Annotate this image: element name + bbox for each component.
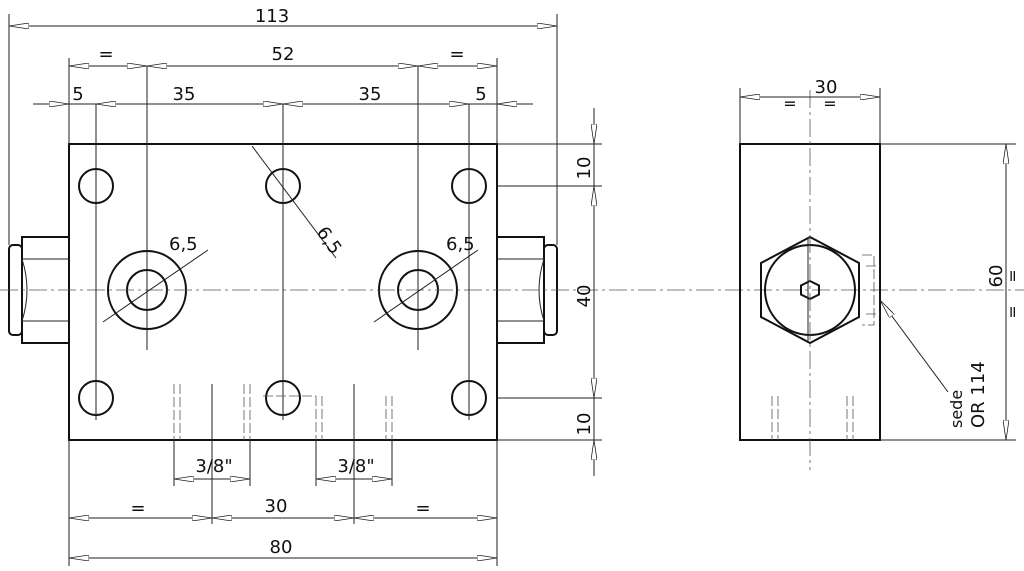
dim-pitch-row: 5 35 35 5	[33, 84, 533, 105]
dim-text-hole-6-5: 6,5	[312, 223, 346, 259]
dim-side-height-60: 60 = =	[880, 143, 1022, 441]
dim-port-left-diameter: 6,5	[102, 234, 209, 323]
dim-text-thread-right: 3/8"	[337, 456, 374, 477]
dim-text-equal-left: =	[98, 44, 113, 65]
dim-port-right-diameter: 6,5	[373, 234, 479, 323]
o-ring-note: sede OR 114	[879, 299, 989, 428]
front-center-lines	[0, 66, 1024, 420]
dim-hole-diameter: 6,5	[251, 145, 346, 259]
note-or-114: OR 114	[968, 361, 989, 428]
dim-middle-52: = 52 =	[68, 44, 498, 144]
dim-text-5-left: 5	[72, 84, 83, 105]
dim-side-width-30: 30 = =	[739, 77, 881, 144]
dim-thread-right: 3/8"	[315, 440, 393, 486]
dim-bottom-30: = 30 =	[68, 440, 498, 566]
dim-text-40: 40	[574, 285, 595, 308]
dim-vertical-chain: 10 40 10	[497, 108, 602, 476]
o-ring-seat	[862, 254, 880, 326]
dim-text-bottom-30: 30	[265, 496, 288, 517]
hex-plug-outline	[760, 235, 860, 345]
dim-text-bottom-equal-left: =	[130, 498, 145, 519]
side-view: 30 = = 60 = = sede OR 114	[739, 77, 1022, 470]
dim-text-thread-left: 3/8"	[195, 456, 232, 477]
dim-text-bottom-equal-right: =	[415, 498, 430, 519]
dim-side-equal-mark-top: =	[1003, 269, 1022, 282]
front-view: 113 = 52 = 5 35 35 5	[0, 6, 1024, 566]
note-sede: sede	[947, 390, 966, 428]
dim-text-port-left: 6,5	[169, 234, 198, 255]
dim-text-port-right: 6,5	[446, 234, 475, 255]
dim-side-equal-mark-left: =	[783, 94, 796, 113]
dim-text-side-30: 30	[815, 77, 838, 98]
dim-text-equal-right: =	[449, 44, 464, 65]
dim-overall-113: 113	[8, 6, 558, 245]
dim-text-113: 113	[255, 6, 289, 27]
dim-text-5-right: 5	[475, 84, 486, 105]
dim-text-52: 52	[272, 44, 295, 65]
dim-text-80: 80	[270, 537, 293, 558]
dim-side-equal-mark-right: =	[823, 94, 836, 113]
dim-text-60: 60	[986, 265, 1007, 288]
dim-text-10-top: 10	[574, 157, 595, 180]
dim-text-10-bottom: 10	[574, 413, 595, 436]
dim-width-80: 80	[69, 537, 497, 558]
dim-text-35-left: 35	[173, 84, 196, 105]
dim-side-equal-mark-bottom: =	[1003, 305, 1022, 318]
side-hidden-lines	[771, 396, 854, 440]
dim-text-35-right: 35	[359, 84, 382, 105]
dim-thread-left: 3/8"	[173, 440, 251, 486]
